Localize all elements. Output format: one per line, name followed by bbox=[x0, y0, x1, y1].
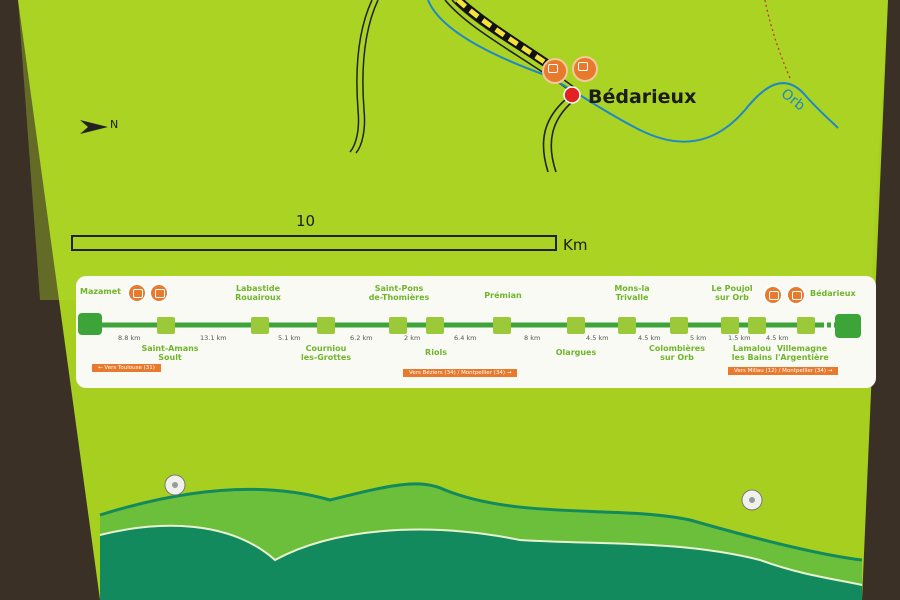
bus-icon bbox=[127, 283, 147, 303]
bedarieux-marker bbox=[563, 86, 581, 104]
route-stop bbox=[389, 317, 407, 334]
distance-label: 4.5 km bbox=[586, 334, 609, 342]
distance-label: 4.5 km bbox=[638, 334, 661, 342]
distance-label: 4.5 km bbox=[766, 334, 789, 342]
route-stop bbox=[670, 317, 688, 334]
north-arrow-icon bbox=[80, 120, 108, 134]
stop-label-riols: Riols bbox=[425, 348, 447, 357]
stop-label-courniou: Courniou les-Grottes bbox=[300, 344, 352, 362]
scale-bar bbox=[71, 235, 557, 251]
route-stop bbox=[493, 317, 511, 334]
train-icon bbox=[149, 283, 169, 303]
distance-label: 13.1 km bbox=[200, 334, 227, 342]
scale-unit: Km bbox=[563, 236, 588, 254]
stop-label-mons: Mons-la Trivalle bbox=[614, 284, 650, 302]
stop-label-olargues: Olargues bbox=[555, 348, 597, 357]
route-start-label: Mazamet bbox=[80, 287, 121, 296]
road-left bbox=[349, 0, 379, 154]
route-stop bbox=[157, 317, 175, 334]
city-label: Bédarieux bbox=[588, 86, 697, 108]
route-stop bbox=[797, 317, 815, 334]
north-label: N bbox=[110, 118, 119, 131]
route-stop bbox=[567, 317, 585, 334]
route-stop bbox=[317, 317, 335, 334]
route-stop bbox=[251, 317, 269, 334]
stop-label-colombieres: Colombières sur Orb bbox=[649, 344, 705, 362]
river-orb bbox=[427, 0, 839, 143]
distance-label: 8.8 km bbox=[118, 334, 141, 342]
bolt-right bbox=[741, 489, 763, 511]
bus-icon bbox=[542, 58, 568, 84]
direction-sign: Vers Millau (12) / Montpellier (34) → bbox=[728, 367, 839, 375]
distance-label: 2 km bbox=[404, 334, 421, 342]
bolt-left bbox=[164, 474, 186, 496]
stop-label-villemagne: Villemagne l'Argentière bbox=[775, 344, 829, 362]
route-stop bbox=[748, 317, 766, 334]
stop-label-premian: Prémian bbox=[484, 291, 522, 300]
stop-label-saint-amans: Saint-Amans Soult bbox=[141, 344, 199, 362]
distance-label: 6.2 km bbox=[350, 334, 373, 342]
distance-label: 1.5 km bbox=[728, 334, 751, 342]
distance-label: 5.1 km bbox=[278, 334, 301, 342]
direction-sign: Vers Béziers (34) / Montpellier (34) → bbox=[403, 369, 518, 377]
train-icon bbox=[572, 56, 598, 82]
stop-label-labastide: Labastide Rouairoux bbox=[235, 284, 281, 302]
train-icon bbox=[786, 285, 806, 305]
distance-label: 8 km bbox=[524, 334, 541, 342]
route-strip bbox=[76, 276, 876, 388]
route-end-terminal bbox=[835, 314, 861, 338]
direction-sign: ← Vers Toulouse (31) bbox=[92, 364, 161, 372]
distance-label: 6.4 km bbox=[454, 334, 477, 342]
route-start-terminal bbox=[78, 313, 102, 335]
bus-icon bbox=[763, 285, 783, 305]
stop-label-lamalou: Lamalou les Bains bbox=[731, 344, 773, 362]
route-stop bbox=[721, 317, 739, 334]
scale-value: 10 bbox=[296, 212, 316, 230]
stop-label-saint-pons: Saint-Pons de-Thomières bbox=[368, 284, 430, 302]
route-stop bbox=[426, 317, 444, 334]
stop-label-le-poujol: Le Poujol sur Orb bbox=[711, 284, 753, 302]
distance-label: 5 km bbox=[690, 334, 707, 342]
route-end-label: Bédarieux bbox=[810, 289, 856, 298]
route-stop bbox=[618, 317, 636, 334]
